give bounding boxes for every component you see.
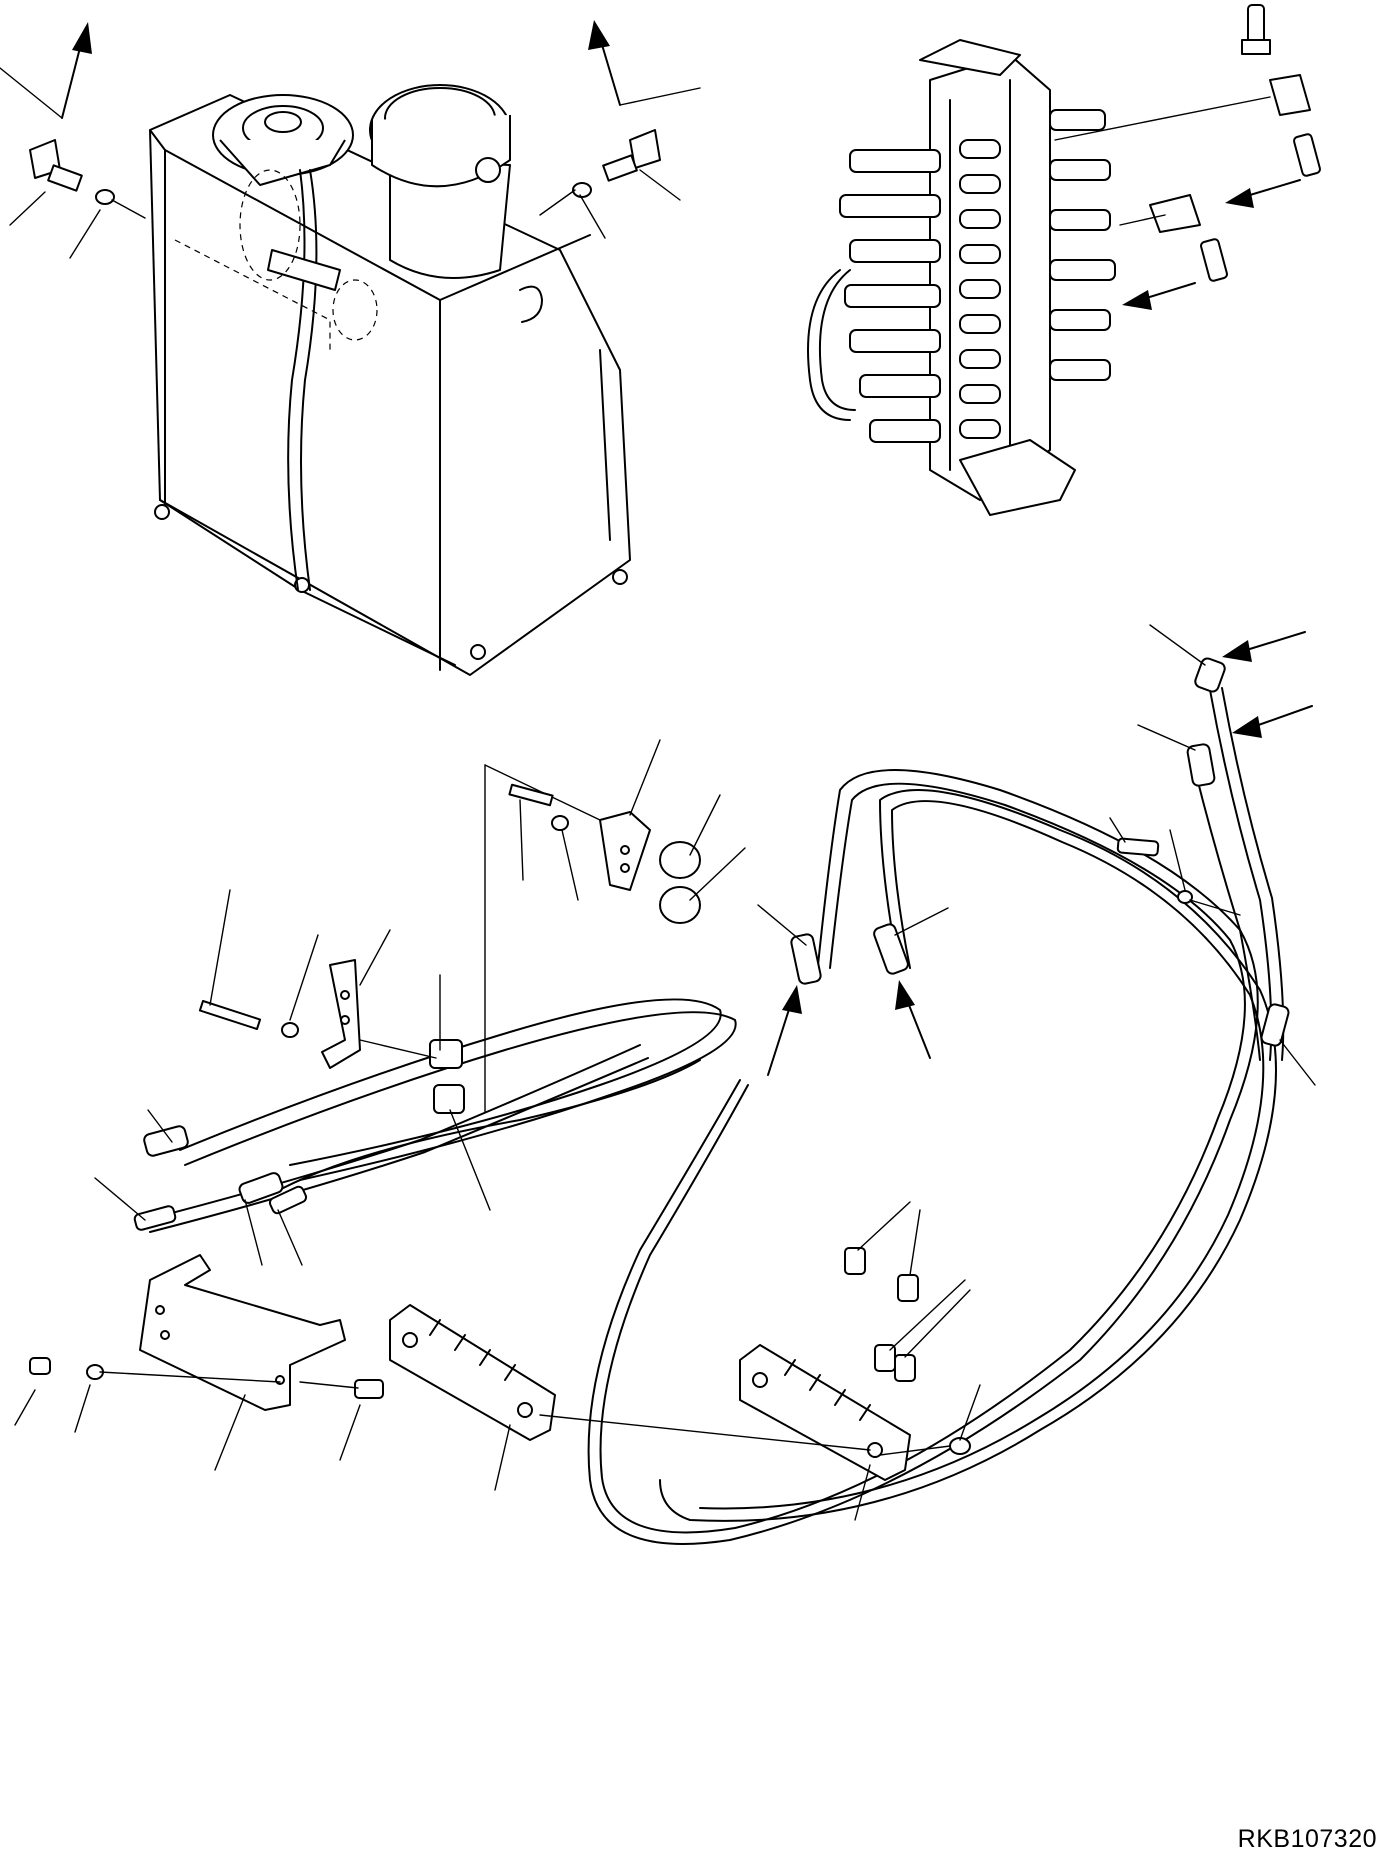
hose-clamp-block-left (389, 1304, 556, 1491)
o-ring (95, 189, 115, 205)
hose-clamp-block-right (539, 1344, 981, 1521)
arrow-head-icon (1232, 716, 1262, 738)
foot-bolt (470, 644, 486, 660)
left-elbow-fitting (0, 22, 146, 259)
hose-end-fitting (1186, 743, 1216, 787)
arrow-head-icon (72, 22, 92, 54)
bolt-washer-right (1109, 817, 1241, 916)
arrow-line (767, 999, 793, 1076)
filter-housing (369, 84, 511, 279)
hose-end-fitting (790, 933, 822, 985)
left-hose-bundle (94, 974, 737, 1266)
cap (897, 1274, 919, 1302)
arrow-head-icon (1122, 290, 1152, 310)
cap (844, 1247, 866, 1275)
spacer-nut (354, 1379, 384, 1399)
valve-ports (959, 139, 1001, 439)
washer (551, 815, 569, 831)
arrow-head-icon (1225, 188, 1254, 208)
hose-end-fitting (1194, 657, 1226, 693)
hose-end-fitting (238, 1172, 284, 1204)
spool-fittings-left (839, 149, 941, 443)
foot-bolt (154, 504, 170, 520)
plug (894, 1354, 916, 1382)
bolt (508, 783, 554, 807)
long-hose-loop (587, 624, 1316, 1545)
control-valve (807, 39, 1116, 516)
bolt (29, 1357, 51, 1375)
hose-clamp (429, 1039, 463, 1069)
hose-end-fitting (268, 1185, 308, 1215)
arrow-head-icon (588, 20, 610, 50)
mounting-bracket (139, 1254, 346, 1471)
bolt (1116, 837, 1160, 857)
hose-end-fitting (873, 923, 909, 975)
hose-bracket-upper (484, 739, 746, 1113)
bolt (198, 999, 262, 1031)
bolt-washer-left (14, 1357, 384, 1461)
arrow-line (1239, 631, 1306, 653)
foot-bolt (612, 569, 628, 585)
hose-bracket-left (198, 889, 437, 1069)
spacer (659, 841, 701, 879)
hose-clamp (1260, 1003, 1290, 1047)
hose-end-fitting (133, 1205, 177, 1231)
arrow-head-icon (895, 980, 915, 1010)
arrow-line (61, 39, 83, 119)
spacer (659, 886, 701, 924)
arrow-head-icon (782, 985, 802, 1014)
arrow-line (1249, 705, 1313, 729)
washer (1177, 890, 1193, 904)
right-elbow-fitting (539, 20, 701, 239)
hose-clamp (433, 1084, 465, 1114)
spool-fittings-right (1049, 109, 1116, 381)
o-ring (572, 182, 592, 198)
hose-end-fitting (143, 1125, 189, 1157)
caps (844, 1201, 971, 1382)
washer (281, 1022, 299, 1038)
hydraulic-tank (149, 84, 631, 676)
arrow-head-icon (1222, 640, 1252, 662)
tee-fittings (1054, 4, 1321, 310)
arrow-line (599, 37, 621, 106)
drawing-reference-code: RKB107320 (1237, 1825, 1377, 1853)
